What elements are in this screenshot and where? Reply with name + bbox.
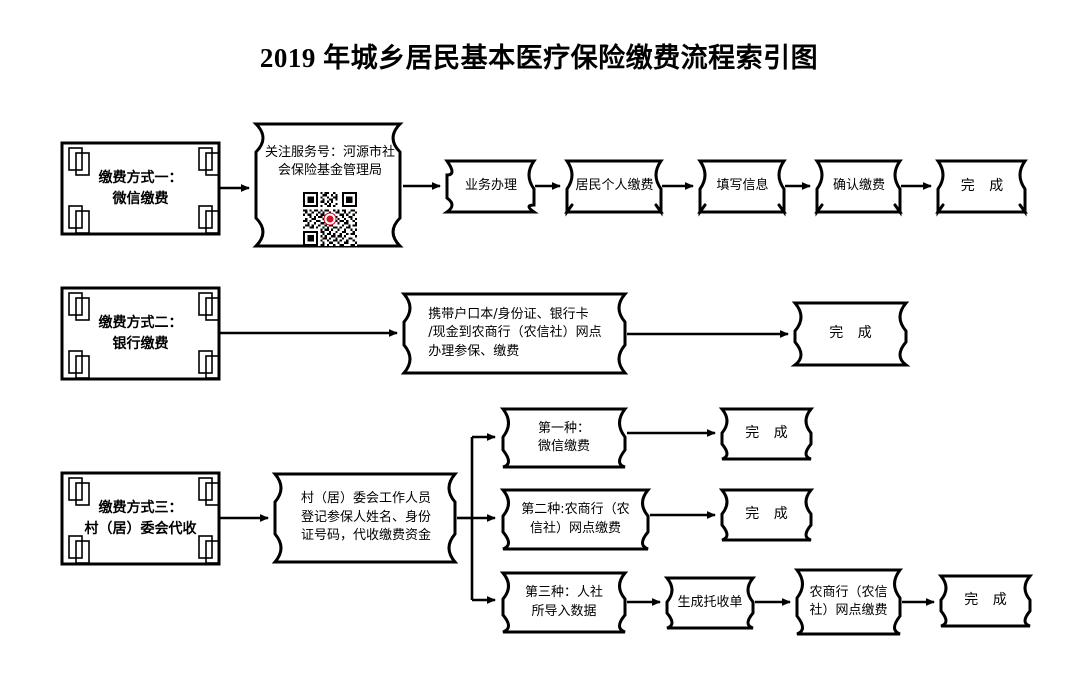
method-box-2-shape [60,286,221,381]
step-box-b3-2-shape [793,568,904,636]
step-box-r1-1-shape [442,159,539,214]
step-box-r1-2-shape [564,159,664,217]
wechat-source-box-shape [252,122,404,248]
branch-trunk [457,433,496,604]
method-box-3-shape [60,471,221,566]
branch-box-2-shape [499,488,652,551]
step-box-b3-1-shape [663,576,757,630]
step-box-r2-done-shape [790,301,911,367]
qr-code[interactable] [303,192,357,246]
village-detail-box-shape [271,472,459,564]
step-box-r1-4-shape [814,159,903,217]
step-box-b3-done-shape [937,574,1034,628]
branch-box-1-shape [499,407,629,469]
bank-detail-box-shape [400,292,629,375]
page-title: 2019 年城乡居民基本医疗保险缴费流程索引图 [259,43,819,73]
wechat-official-account-logo-icon [323,212,337,226]
step-box-b1-done-shape [718,407,815,461]
step-box-r1-3-shape [697,159,787,217]
branch-box-3-shape [499,571,629,634]
method-box-1-shape [60,141,221,236]
step-box-b2-done-shape [718,488,815,542]
step-box-r1-5-shape [935,159,1028,217]
